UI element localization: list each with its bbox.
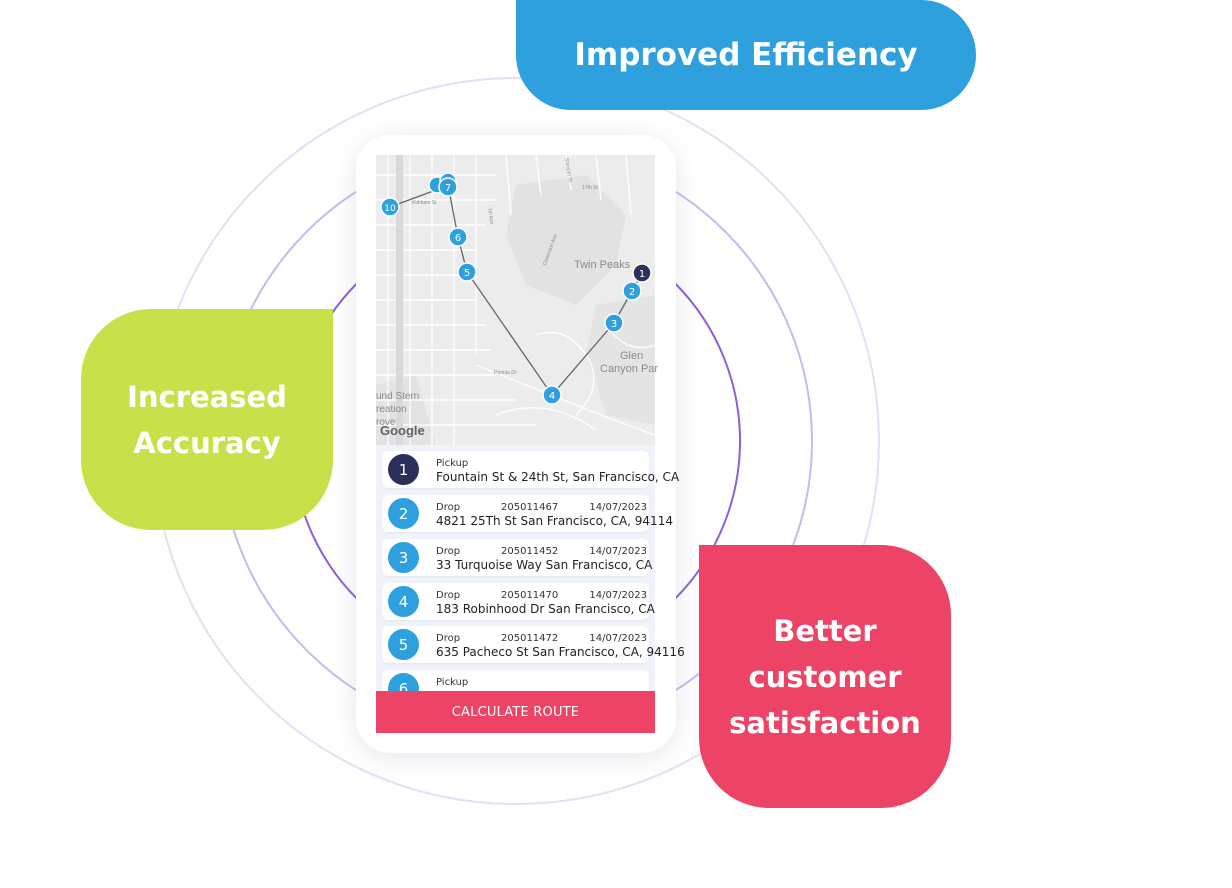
stop-type: Pickup — [436, 677, 469, 688]
customer-satisfaction-line2: customer — [748, 659, 902, 694]
map-label-stern-2: reation — [376, 404, 407, 415]
map-label-portola: Portola Dr — [494, 370, 517, 376]
stop-number-badge: 1 — [388, 454, 419, 485]
stop-date: 14/07/2023 — [589, 590, 647, 601]
improved-efficiency-badge: Improved Efficiency — [516, 0, 976, 110]
stop-address: Fountain St & 24th St, San Francisco, CA — [436, 470, 680, 484]
svg-text:4: 4 — [549, 391, 555, 402]
stop-order-id: 205011467 — [501, 502, 559, 513]
map-label-17th: 17th St — [582, 185, 598, 191]
map-marker-1: 1 — [632, 263, 652, 283]
map-marker-10: 10 — [380, 197, 400, 217]
map-marker-7: 7 — [438, 177, 458, 197]
map-marker-4: 4 — [542, 385, 562, 405]
stop-date: 14/07/2023 — [589, 633, 647, 644]
stop-date: 14/07/2023 — [589, 502, 647, 513]
improved-efficiency-label: Improved Efficiency — [574, 37, 918, 73]
calculate-route-button[interactable]: CALCULATE ROUTE — [376, 691, 655, 733]
stop-list[interactable]: 1 Pickup Fountain St & 24th St, San Fran… — [376, 445, 685, 707]
map-marker-3: 3 — [604, 313, 624, 333]
phone-mockup: 10 7 6 5 4 3 2 1 Twin Peaks Glen Canyon … — [356, 135, 685, 753]
phone-screen: 10 7 6 5 4 3 2 1 Twin Peaks Glen Canyon … — [376, 154, 685, 733]
stop-type: Drop — [436, 633, 461, 644]
stop-address: 183 Robinhood Dr San Francisco, CA — [436, 602, 655, 616]
svg-text:2: 2 — [629, 287, 635, 298]
map-marker-2: 2 — [622, 281, 642, 301]
stop-number-badge: 3 — [388, 542, 419, 573]
stop-type: Drop — [436, 502, 461, 513]
stop-number-badge: 5 — [388, 629, 419, 660]
svg-text:5: 5 — [464, 268, 470, 279]
increased-accuracy-line1: Increased — [127, 379, 287, 414]
stop-type: Drop — [436, 590, 461, 601]
svg-text:3: 3 — [611, 319, 617, 330]
stop-card-1[interactable]: 1 Pickup Fountain St & 24th St, San Fran… — [382, 451, 680, 488]
map-label-glen: Glen — [620, 350, 644, 362]
stop-number-badge: 2 — [388, 498, 419, 529]
map-label-twin-peaks: Twin Peaks — [574, 259, 631, 271]
google-logo: Google — [380, 423, 425, 438]
stop-type: Pickup — [436, 458, 469, 469]
stop-address: 635 Pacheco St San Francisco, CA, 94116 — [436, 645, 685, 659]
stop-address: 33 Turquoise Way San Francisco, CA — [436, 558, 653, 572]
svg-text:1: 1 — [639, 269, 645, 280]
map-canvas: 10 7 6 5 4 3 2 1 — [376, 154, 656, 445]
map-label-kirkham: Kirkham St — [412, 200, 437, 206]
stop-card-5[interactable]: 5 Drop 205011472 14/07/2023 635 Pacheco … — [382, 626, 685, 663]
stop-card-2[interactable]: 2 Drop 205011467 14/07/2023 4821 25Th St… — [382, 495, 673, 532]
stop-order-id: 205011470 — [501, 590, 559, 601]
stop-address: 4821 25Th St San Francisco, CA, 94114 — [436, 514, 673, 528]
svg-text:7: 7 — [445, 183, 451, 194]
customer-satisfaction-line3: satisfaction — [729, 705, 921, 740]
stop-card-3[interactable]: 3 Drop 205011452 14/07/2023 33 Turquoise… — [382, 539, 653, 576]
map-marker-6: 6 — [448, 227, 468, 247]
stop-date: 14/07/2023 — [589, 546, 647, 557]
map-label-stern-3: rove — [376, 417, 396, 428]
increased-accuracy-badge: Increased Accuracy — [81, 309, 333, 530]
stop-order-id: 205011472 — [501, 633, 559, 644]
stop-card-4[interactable]: 4 Drop 205011470 14/07/2023 183 Robinhoo… — [382, 583, 655, 620]
map-label-canyon-park: Canyon Par — [600, 363, 659, 375]
stop-number-badge: 4 — [388, 586, 419, 617]
svg-text:10: 10 — [384, 204, 396, 214]
route-map[interactable]: 10 7 6 5 4 3 2 1 Twin Peaks Glen Canyon … — [376, 154, 659, 445]
customer-satisfaction-badge: Better customer satisfaction — [699, 545, 951, 808]
increased-accuracy-line2: Accuracy — [133, 425, 281, 460]
stop-type: Drop — [436, 546, 461, 557]
customer-satisfaction-line1: Better — [773, 613, 877, 648]
svg-text:6: 6 — [455, 233, 461, 244]
map-marker-5: 5 — [457, 262, 477, 282]
map-label-stern-1: und Stern — [376, 391, 420, 402]
stop-order-id: 205011452 — [501, 546, 559, 557]
